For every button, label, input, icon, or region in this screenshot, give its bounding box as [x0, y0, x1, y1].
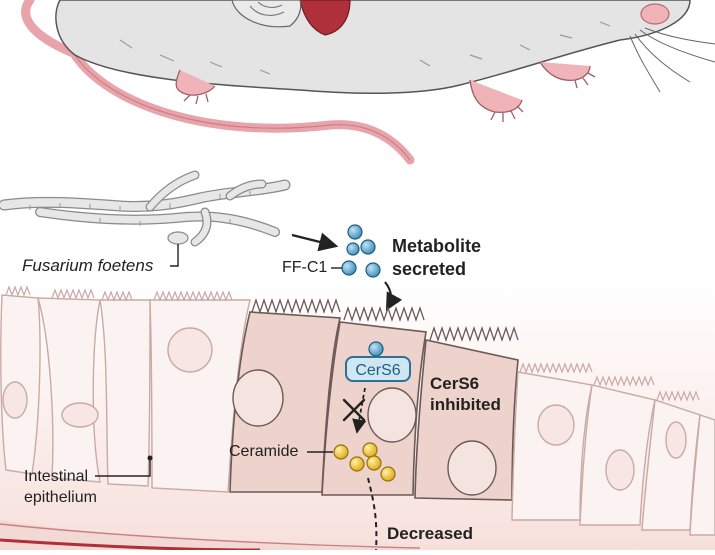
- epithelium-label-line1: Intestinal: [24, 468, 89, 485]
- mouse-front-leg-2: [539, 61, 591, 81]
- mouse-body: [55, 0, 691, 95]
- fungus-leader-line: [170, 244, 179, 267]
- mouse-back-toes: [183, 93, 209, 105]
- fungus-hyphae-icon: [0, 170, 291, 247]
- mouse-tail-outline: [71, 49, 411, 161]
- villi-inhibited-cell: [429, 325, 519, 343]
- mouse-intestine: [231, 0, 302, 28]
- basement-line: [0, 523, 421, 549]
- epithelium-label-line2: epithelium: [24, 489, 97, 506]
- mouse-intestine-folds: [249, 1, 285, 16]
- compound-label: FF-C1: [282, 259, 328, 276]
- decrease-dashed-line: [367, 477, 378, 551]
- metabolite-label-line2: secreted: [392, 259, 467, 279]
- mouse-whiskers: [629, 27, 715, 93]
- inhibited-label-line2: inhibited: [430, 395, 501, 414]
- decreased-label: Decreased: [387, 524, 474, 543]
- cers6-enzyme-badge: CerS6: [345, 356, 411, 382]
- mouse-front-toes-2: [574, 72, 596, 89]
- epithelium-plain-cells-left: [0, 294, 251, 493]
- mouse-front-leg-1: [469, 79, 523, 114]
- villi-targeted-cell: [343, 305, 425, 323]
- mouse-fur-strokes: [119, 21, 611, 75]
- fungus-label: Fusarium foetens: [22, 256, 154, 275]
- nucleus-cell-1: [232, 369, 284, 427]
- mouse-organ: [299, 0, 351, 36]
- metabolite-molecule-icon: [341, 224, 381, 278]
- ceramide-molecule-icon: [333, 442, 396, 482]
- bound-metabolite-icon: [368, 341, 384, 357]
- metabolite-label-line1: Metabolite: [392, 236, 482, 256]
- villi-cell-1: [251, 297, 341, 315]
- villi-right: [519, 362, 700, 402]
- inhibited-label-line1: CerS6: [430, 374, 480, 393]
- epithelium-plain-cells-right: [511, 371, 715, 536]
- mouse-illustration: [21, 0, 715, 165]
- epithelium-leader-line: [95, 458, 151, 477]
- nucleus-targeted-cell: [367, 387, 417, 443]
- secretion-arrow: [291, 232, 339, 252]
- nucleus-inhibited-cell: [447, 440, 497, 496]
- epithelium-leader-dot: [147, 455, 153, 461]
- ceramide-label: Ceramide: [229, 443, 299, 460]
- villi-left: [5, 285, 233, 302]
- mouse-nose: [640, 3, 670, 25]
- mouse-front-toes-1: [490, 105, 524, 122]
- basement-tissue: [0, 520, 420, 550]
- blocked-synthesis-arrow: [352, 387, 367, 434]
